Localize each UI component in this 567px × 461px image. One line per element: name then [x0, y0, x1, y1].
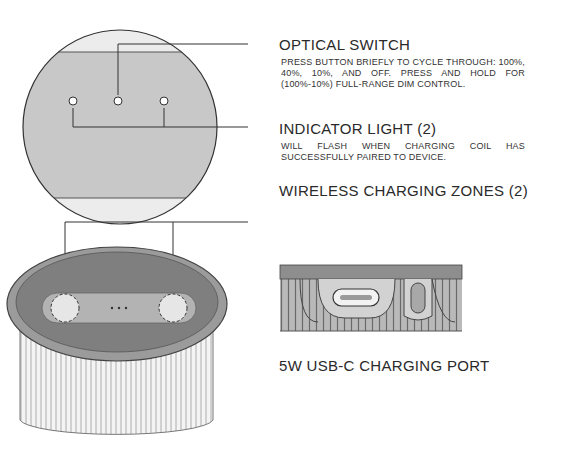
part-name: OPTICAL SWITCH: [279, 36, 410, 53]
optical-switch: [114, 97, 122, 105]
part-name: 5W USB-C CHARGING PORT: [279, 357, 490, 374]
usb-port-inset: [280, 265, 462, 331]
note-text: PRESS BUTTON BRIEFLY TO CYCLE THROUGH: 1…: [281, 57, 525, 90]
charger-device: [7, 247, 227, 434]
part-name: INDICATOR LIGHT (2): [279, 120, 436, 137]
part-name: WIRELESS CHARGING ZONES (2): [279, 182, 528, 199]
indicator-light: [160, 97, 168, 105]
indicator-light: [69, 97, 77, 105]
zoom-detail: [20, 28, 220, 228]
note-text: WILL FLASH WHEN CHARGING COIL HAS SUCCES…: [281, 141, 525, 163]
